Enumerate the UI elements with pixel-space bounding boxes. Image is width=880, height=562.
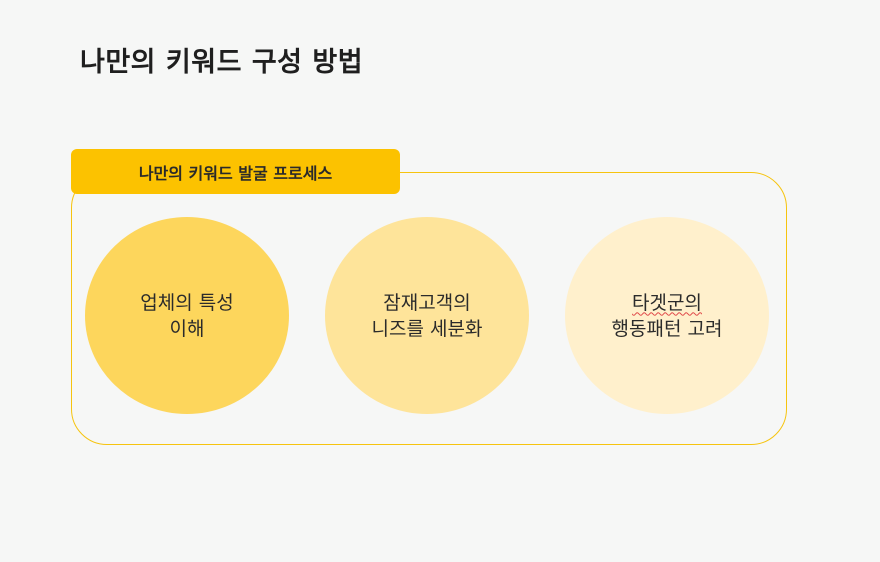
step-3-line-1: 타겟군의 bbox=[632, 291, 702, 314]
step-circle-3: 타겟군의 행동패턴 고려 bbox=[565, 217, 769, 414]
step-1-line-1: 업체의 특성 bbox=[140, 291, 234, 314]
step-2-line-1: 잠재고객의 bbox=[383, 291, 471, 314]
step-circle-2: 잠재고객의 니즈를 세분화 bbox=[325, 217, 529, 414]
step-1-line-2: 이해 bbox=[169, 317, 205, 340]
process-panel bbox=[71, 172, 787, 445]
step-3-line-2: 행동패턴 고려 bbox=[611, 317, 723, 340]
step-2-line-2: 니즈를 세분화 bbox=[371, 317, 483, 340]
process-label: 나만의 키워드 발굴 프로세스 bbox=[71, 149, 400, 194]
step-circle-1: 업체의 특성 이해 bbox=[85, 217, 289, 414]
page-title: 나만의 키워드 구성 방법 bbox=[80, 47, 364, 78]
